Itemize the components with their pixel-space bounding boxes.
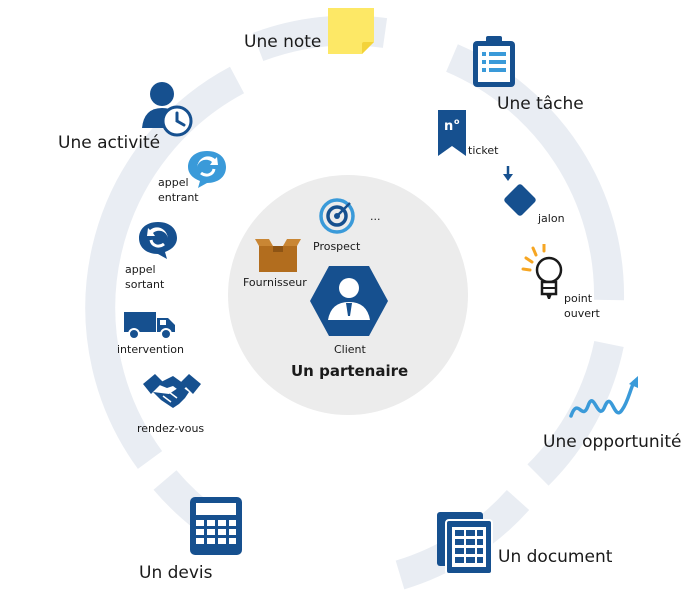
handshake-icon [143, 374, 201, 408]
incoming-call-icon [188, 151, 226, 188]
cardboard-box-icon [255, 239, 301, 272]
ticket-number-icon: n o [438, 110, 466, 156]
open-point-label-line2: ouvert [564, 307, 600, 320]
svg-text:o: o [454, 117, 460, 126]
opportunity-label: Une opportunité [543, 432, 682, 452]
meeting-label: rendez-vous [137, 422, 205, 435]
delivery-truck-icon [124, 312, 175, 340]
document-label: Un document [498, 547, 613, 567]
supplier-label: Fournisseur [243, 276, 307, 289]
task-label: Une tâche [497, 94, 584, 114]
growth-curve-icon [569, 376, 638, 418]
outgoing-call-label-line1: appel [125, 263, 156, 276]
more-label: ... [370, 210, 381, 223]
svg-text:n: n [444, 119, 453, 134]
lightbulb-icon [521, 244, 563, 299]
clipboard-checklist-icon [473, 36, 515, 87]
target-icon [319, 198, 355, 234]
spreadsheet-document-icon [437, 512, 493, 574]
user-clock-icon [142, 82, 193, 137]
outgoing-call-icon [139, 222, 177, 259]
note-label: Une note [244, 32, 322, 52]
milestone-icon [503, 166, 536, 216]
quote-label: Un devis [139, 563, 213, 583]
intervention-label: intervention [117, 343, 184, 356]
partner-title: Un partenaire [291, 362, 409, 380]
activity-label: Une activité [58, 133, 161, 153]
prospect-label: Prospect [313, 240, 361, 253]
ticket-label: ticket [468, 144, 499, 157]
outgoing-call-label-line2: sortant [125, 278, 165, 291]
incoming-call-label-line2: entrant [158, 191, 199, 204]
client-label: Client [334, 343, 366, 356]
incoming-call-label-line1: appel [158, 176, 189, 189]
calculator-icon [190, 497, 242, 555]
client-hexagon-icon [310, 266, 388, 336]
milestone-label: jalon [538, 212, 565, 225]
ring-segment-opportunity [527, 340, 624, 486]
open-point-label-line1: point [564, 292, 593, 305]
sticky-note-icon [328, 8, 374, 54]
